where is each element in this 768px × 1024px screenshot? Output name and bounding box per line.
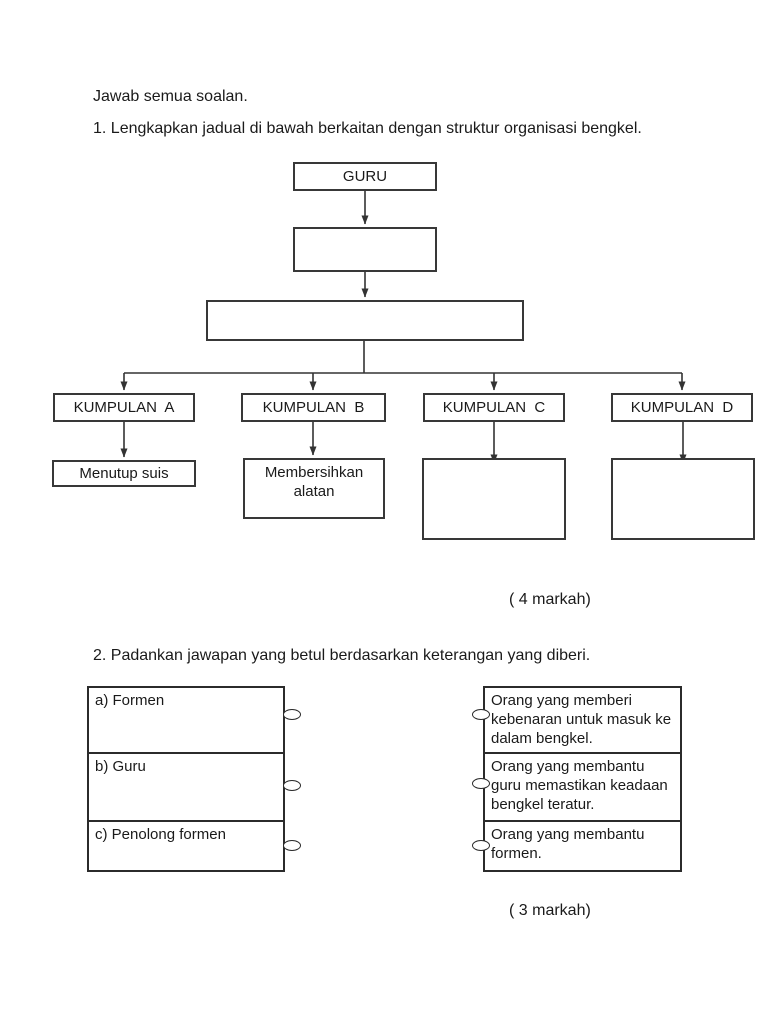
group-b-box: KUMPULAN B [241,393,386,422]
match-right-item-3: Orang yang membantu formen. [491,826,645,862]
match-left-item-b: b) Guru [89,754,283,822]
match-right-item-2: Orang yang membantu guru memastikan kead… [485,754,680,822]
task-c-empty-box [422,458,566,540]
question2-marks: ( 3 markah) [509,902,591,919]
left-oval-c [283,840,301,851]
task-b-box: Membersihkan alatan [243,458,385,519]
group-d-box: KUMPULAN D [611,393,753,422]
task-d-empty-box [611,458,755,540]
match-left-table: a) Formen b) Guru c) Penolong formen [87,686,285,872]
left-oval-b [283,780,301,791]
instruction-text: Jawab semua soalan. [93,88,248,105]
left-oval-a [283,709,301,720]
question2-prompt: 2. Padankan jawapan yang betul berdasark… [93,647,591,664]
match-right-item-1: Orang yang memberi kebenaran untuk masuk… [485,688,680,754]
match-left-item-a: a) Formen [89,688,283,754]
match-left-item-c: c) Penolong formen [95,826,226,843]
task-a-box: Menutup suis [52,460,196,487]
right-oval-3 [472,840,490,851]
group-c-box: KUMPULAN C [423,393,565,422]
org-root-box: GURU [293,162,437,191]
right-oval-1 [472,709,490,720]
org-level2-empty-box [293,227,437,272]
org-level3-empty-box [206,300,524,341]
match-right-table: Orang yang memberi kebenaran untuk masuk… [483,686,682,872]
group-a-box: KUMPULAN A [53,393,195,422]
right-oval-2 [472,778,490,789]
question1-prompt: 1. Lengkapkan jadual di bawah berkaitan … [93,120,642,137]
question1-marks: ( 4 markah) [509,591,591,608]
